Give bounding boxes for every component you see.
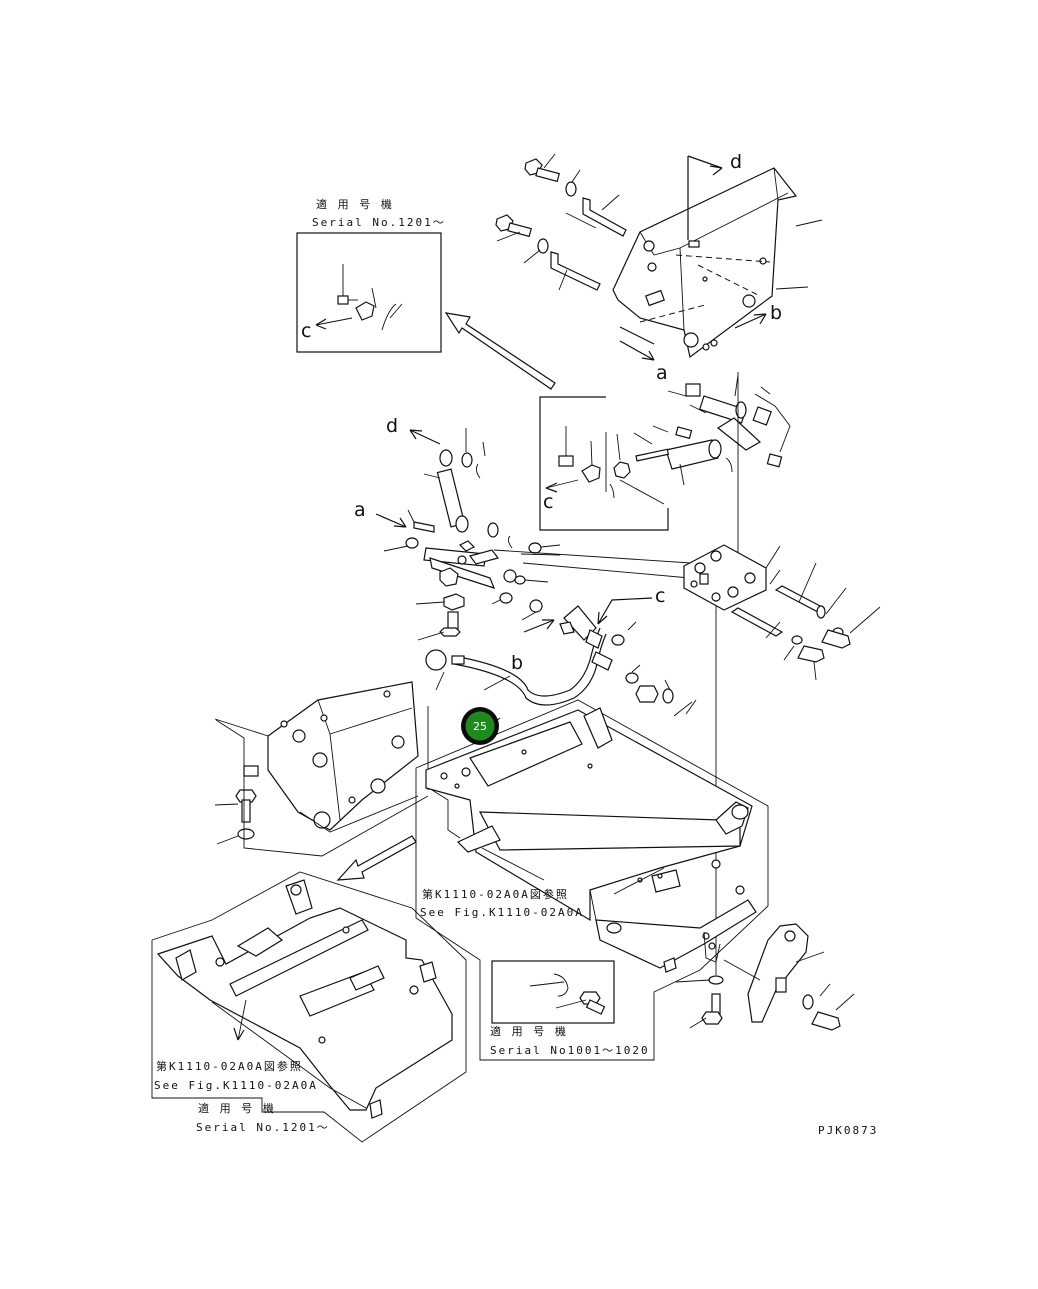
arrow-b-top <box>734 313 767 329</box>
arrow-c-rod <box>597 597 653 625</box>
tie-line-upper <box>493 549 707 565</box>
bottom-left-seat-base <box>151 871 467 1143</box>
callout-number: 25 <box>473 720 487 733</box>
label-a-top: a <box>656 362 668 384</box>
bottom-right-hinge <box>723 923 855 1031</box>
inset-box-center <box>539 396 669 531</box>
arrow-to-fitting <box>523 619 555 633</box>
diagram-code: PJK0873 <box>818 1124 878 1137</box>
tie-line-lower <box>522 562 691 579</box>
arrow-a-mid <box>375 513 407 528</box>
main-seat-frame <box>415 699 769 1061</box>
callout-fill <box>465 711 495 741</box>
note-see-fig-left-line2: See Fig.K1110-02A0A <box>154 1079 318 1092</box>
note-bottom-center-line2: Serial No1001～1020 <box>490 1044 650 1057</box>
label-b-rod: b <box>511 652 523 674</box>
note-see-fig-center-line2: See Fig.K1110-02A0A <box>420 906 584 919</box>
arrow-a-top <box>619 326 655 361</box>
left-link-assembly <box>383 428 561 641</box>
rod-b <box>425 599 697 717</box>
inset-box-serial-1201 <box>296 232 442 353</box>
right-pins <box>730 562 881 681</box>
right-bushings <box>667 374 791 473</box>
gas-damper <box>635 425 722 486</box>
top-bracket-assembly <box>612 167 823 359</box>
left-side-plate <box>214 681 419 833</box>
note-bottom-left-line1: 適 用 号 機 <box>198 1101 276 1115</box>
label-d-mid: d <box>386 415 398 437</box>
label-c-inset: c <box>301 320 311 342</box>
hollow-arrow-to-inset <box>444 312 556 390</box>
top-fasteners <box>495 153 627 291</box>
arrow-d-top <box>687 155 723 240</box>
note-top-left-line2: Serial No.1201～ <box>312 216 446 229</box>
bottom-bolt <box>675 975 724 1029</box>
label-a-mid: a <box>354 499 366 521</box>
label-b-top: b <box>770 302 782 324</box>
label-c-center: c <box>543 491 553 513</box>
label-c-rod: c <box>655 585 665 607</box>
left-bolt <box>214 789 257 845</box>
note-see-fig-center-line1: 第K1110-02A0A図参照 <box>422 887 569 901</box>
arrow-d-mid <box>409 429 441 445</box>
inset-box-serial-1001 <box>491 960 615 1024</box>
note-see-fig-left-line1: 第K1110-02A0A図参照 <box>156 1059 303 1073</box>
note-bottom-center-line1: 適 用 号 機 <box>490 1024 568 1038</box>
right-hinge-bracket <box>683 544 781 611</box>
note-bottom-left-line2: Serial No.1201～ <box>196 1121 330 1134</box>
hollow-arrow-bottom-left <box>336 835 417 881</box>
label-d-top: d <box>730 151 742 173</box>
note-top-left-line1: 適 用 号 機 <box>316 197 394 211</box>
callout-badge[interactable]: 25 <box>461 707 499 745</box>
